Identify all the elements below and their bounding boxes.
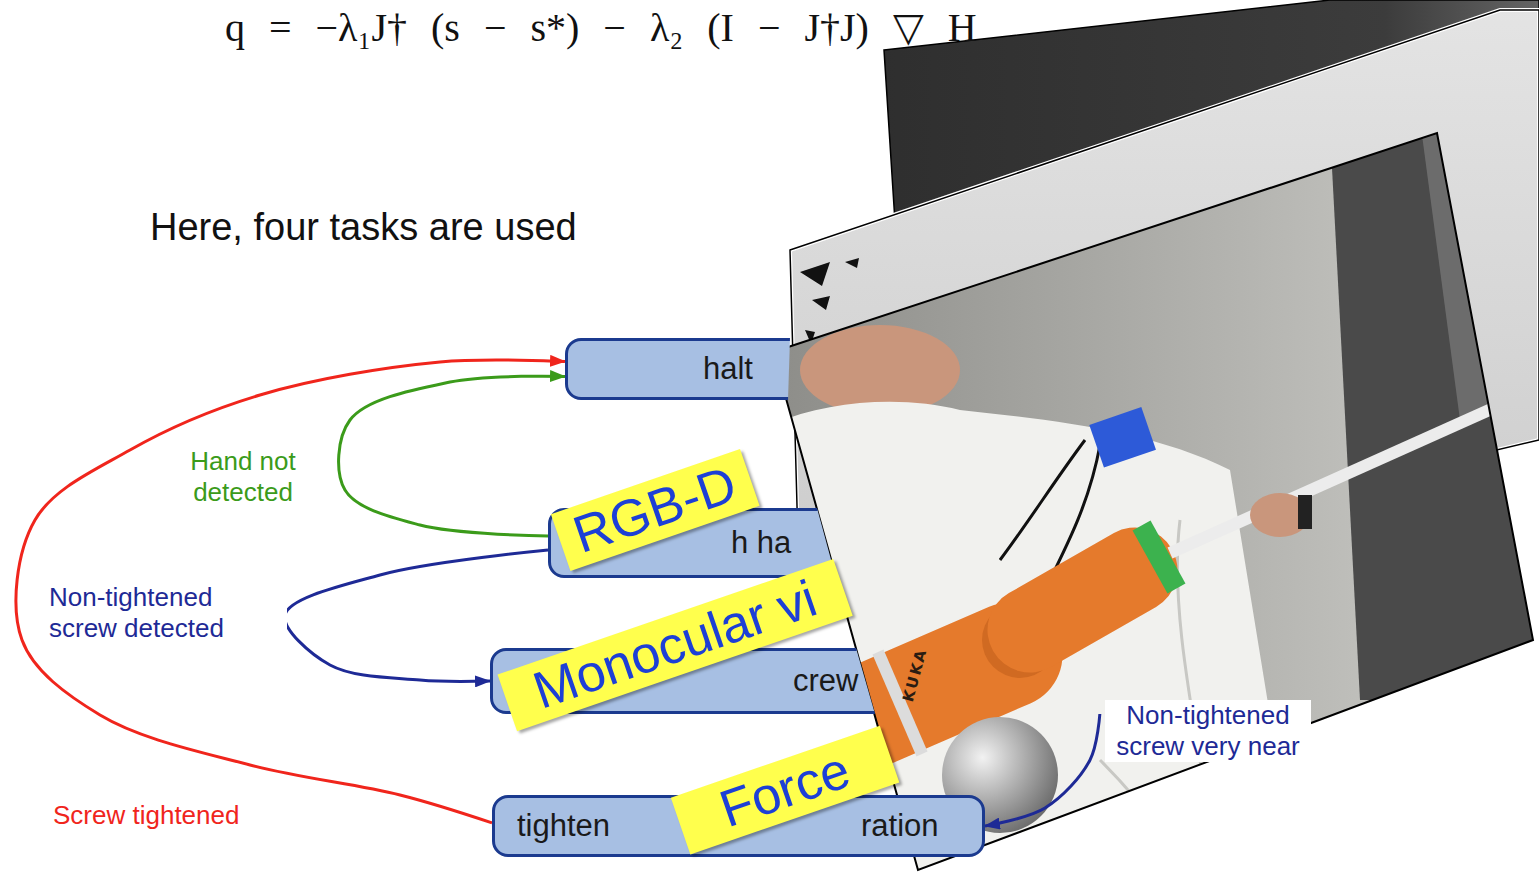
transition-label: Screw tightened <box>50 800 242 831</box>
wall-light <box>1420 120 1539 420</box>
state-label: crew <box>793 664 858 698</box>
green-ring <box>1150 552 1168 562</box>
transition-arrow <box>985 714 1100 826</box>
transition-arrow <box>16 360 565 823</box>
equation: q = −λ₁J† (s − s*) − λ₂ (I − J†J) ▽ H <box>225 4 977 52</box>
robot-link <box>1030 570 1135 630</box>
transition-label: Non-tightened screw very near <box>1105 700 1311 762</box>
transition-label: Hand not detected <box>160 446 326 508</box>
transition-arrow <box>339 376 565 536</box>
slide-text: Here, four tasks are used <box>150 205 577 251</box>
watch <box>1298 495 1312 529</box>
blue-gripper <box>1089 407 1156 467</box>
state-label: tighten <box>517 809 610 843</box>
chin <box>800 325 960 415</box>
state-label: h ha <box>731 526 791 560</box>
dark-wall <box>1330 120 1539 700</box>
state-label: halt <box>703 352 753 386</box>
tool-rod <box>1170 385 1539 553</box>
state-label: ration <box>861 809 939 843</box>
transition-label: Non-tightened screw detected <box>46 582 287 644</box>
